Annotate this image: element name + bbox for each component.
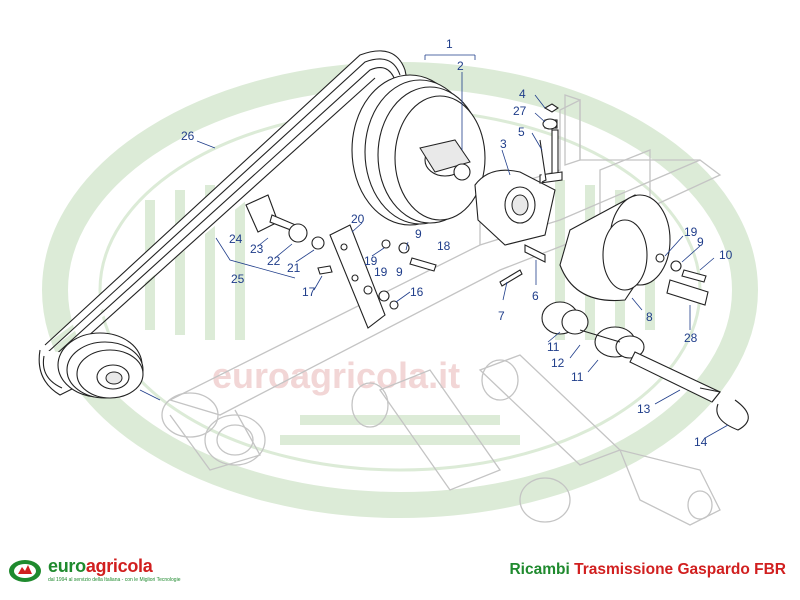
callout-1: 1 xyxy=(446,37,453,51)
title-prefix: Ricambi xyxy=(509,561,575,578)
callout-13: 13 xyxy=(637,402,651,416)
circlip xyxy=(716,399,749,431)
callout-11b: 11 xyxy=(571,370,584,384)
callout-7: 7 xyxy=(498,309,505,323)
callout-19b: 19 xyxy=(374,265,388,279)
logo-name-main: euro xyxy=(48,556,86,576)
callout-25: 25 xyxy=(231,272,245,286)
title-main: Trasmissione Gaspardo FBR xyxy=(574,561,786,578)
guard-cylinder xyxy=(559,194,671,302)
callout-22: 22 xyxy=(267,254,281,268)
callout-4: 4 xyxy=(519,87,526,101)
callout-23: 23 xyxy=(250,242,264,256)
callout-2: 2 xyxy=(457,59,464,73)
callout-20: 20 xyxy=(351,212,365,226)
callout-10: 10 xyxy=(719,248,733,262)
gearbox-housing xyxy=(474,119,563,263)
euroagricola-logo-icon xyxy=(9,560,41,582)
callout-28: 28 xyxy=(684,331,698,345)
callout-21: 21 xyxy=(287,261,301,275)
callout-8: 8 xyxy=(646,310,653,324)
small-pulley xyxy=(57,332,144,399)
callout-3: 3 xyxy=(500,137,507,151)
page-title: Ricambi Trasmissione Gaspardo FBR xyxy=(509,561,786,579)
callout-12: 12 xyxy=(551,356,565,370)
callout-6: 6 xyxy=(532,289,539,303)
bracket-plate xyxy=(329,224,386,329)
callout-16: 16 xyxy=(410,285,424,299)
callout-17: 17 xyxy=(302,285,316,299)
logo-tagline: dal 1994 al servizio della Italiana - co… xyxy=(48,577,181,583)
callout-9a: 9 xyxy=(415,227,422,241)
watermark-text: euroagricola.it xyxy=(212,355,460,396)
large-pulley xyxy=(351,74,486,226)
callout-9c: 9 xyxy=(697,235,704,249)
callout-14: 14 xyxy=(694,435,708,449)
callout-5: 5 xyxy=(518,125,525,139)
logo-name-accent: agricola xyxy=(85,556,153,576)
callout-26: 26 xyxy=(181,129,195,143)
callout-labels: 1 2 3 4 5 6 7 8 9 9 9 10 11 11 12 13 14 … xyxy=(181,37,733,449)
callout-18: 18 xyxy=(437,239,451,253)
callout-19a: 19 xyxy=(364,254,378,268)
callout-27: 27 xyxy=(513,104,527,118)
euroagricola-logo: euroagricola dal 1994 al servizio della … xyxy=(8,555,188,589)
callout-11a: 11 xyxy=(547,340,560,354)
callout-9b: 9 xyxy=(396,265,403,279)
leader-lines xyxy=(139,54,729,439)
callout-19c: 19 xyxy=(684,225,698,239)
callout-24: 24 xyxy=(229,232,243,246)
shaft-and-bearings xyxy=(541,301,721,403)
small-parts xyxy=(245,103,709,310)
v-belt xyxy=(38,50,408,396)
logo-wordmark: euroagricola xyxy=(48,556,153,577)
